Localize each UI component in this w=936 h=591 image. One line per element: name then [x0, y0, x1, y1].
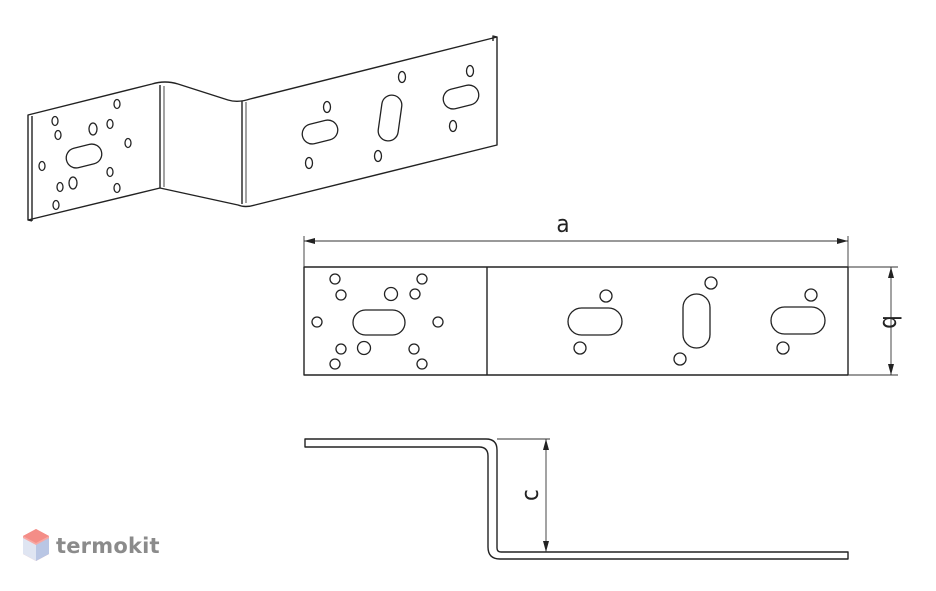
flat-hole — [409, 288, 421, 300]
iso-thickness — [27, 35, 498, 222]
flat-hole — [804, 288, 818, 302]
iso-right-holes — [301, 64, 480, 170]
flat-slot — [352, 309, 406, 336]
iso-hole — [38, 160, 46, 172]
iso-hole — [68, 176, 78, 190]
iso-hole — [106, 118, 114, 130]
iso-hole — [124, 137, 132, 149]
iso-slot — [301, 119, 339, 145]
iso-hole — [113, 182, 121, 194]
iso-hole — [51, 115, 59, 127]
flat-hole — [408, 343, 420, 355]
iso-hole — [56, 181, 64, 193]
iso-hole — [322, 100, 332, 114]
dimension-a-label: a — [556, 210, 569, 238]
iso-left-holes — [38, 98, 132, 211]
iso-view — [27, 35, 498, 222]
flat-hole — [573, 341, 587, 355]
flat-hole — [599, 289, 613, 303]
flat-hole — [673, 352, 687, 366]
dimension-b: b — [848, 266, 905, 376]
flat-hole — [704, 276, 718, 290]
flat-hole — [335, 343, 347, 355]
dimension-c: c — [497, 438, 550, 552]
iso-hole — [465, 64, 475, 78]
flat-slot — [567, 307, 623, 336]
iso-slot — [442, 84, 480, 110]
flat-hole — [356, 340, 372, 356]
iso-outline — [27, 36, 498, 221]
iso-hole — [106, 166, 114, 178]
flat-hole — [329, 358, 341, 370]
hexagon-logo-icon — [23, 529, 49, 561]
flat-hole — [776, 341, 790, 355]
flat-left-holes — [311, 273, 444, 370]
iso-slot — [65, 143, 103, 169]
iso-hole — [373, 149, 383, 163]
iso-hole — [448, 119, 458, 133]
side-profile — [304, 438, 849, 560]
iso-hole — [113, 98, 121, 110]
flat-hole — [383, 286, 399, 302]
dimension-c-label: c — [516, 489, 544, 501]
side-view: c — [304, 438, 849, 560]
flat-right-holes — [567, 276, 826, 366]
iso-bend-shade — [163, 86, 247, 203]
iso-hole — [304, 156, 314, 170]
flat-hole — [416, 273, 428, 285]
flat-hole — [311, 316, 323, 328]
flat-hole — [335, 289, 347, 301]
iso-hole — [54, 129, 62, 141]
flat-hole — [416, 358, 428, 370]
iso-hole — [88, 122, 98, 136]
logo-text: termokit — [56, 534, 160, 558]
flat-view: a b — [303, 210, 905, 376]
flat-hole — [432, 316, 444, 328]
flat-hole — [329, 273, 341, 285]
flat-slot — [682, 293, 711, 349]
dimension-a: a — [303, 210, 849, 267]
termokit-logo: termokit — [22, 528, 160, 564]
iso-slot — [377, 94, 403, 142]
iso-hole — [397, 70, 407, 84]
flat-outline — [303, 266, 849, 376]
iso-hole — [52, 199, 60, 211]
flat-slot — [770, 306, 826, 335]
dimension-b-label: b — [877, 315, 905, 329]
